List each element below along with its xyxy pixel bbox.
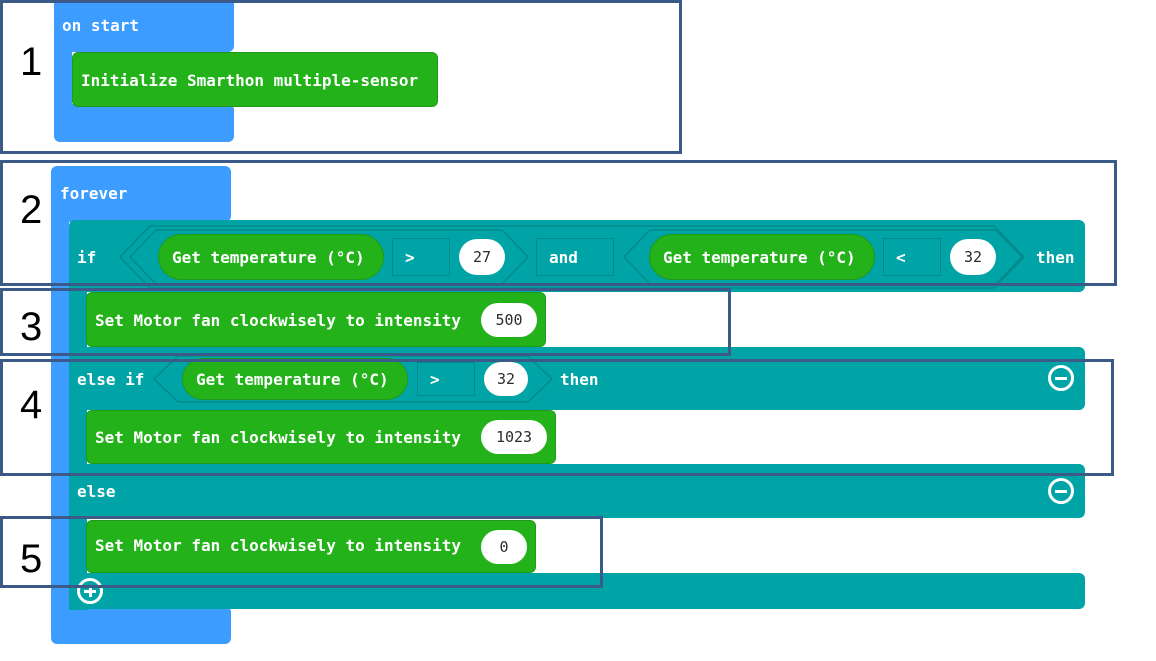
left-temperature-reporter[interactable] <box>158 234 384 280</box>
if-then-label: then <box>1036 248 1075 267</box>
initialize-sensor-label: Initialize Smarthon multiple-sensor <box>81 71 419 90</box>
on-start-hat[interactable] <box>54 0 234 52</box>
forever-label: forever <box>60 184 128 203</box>
annotation-number-2: 2 <box>20 188 43 232</box>
else-if-label: else if <box>77 370 145 389</box>
annotation-frame-4 <box>0 359 1114 476</box>
left-operator-label: > <box>405 247 415 267</box>
forever-foot <box>51 606 231 644</box>
annotation-number-4: 4 <box>20 383 43 427</box>
if-body-intensity-input[interactable]: 500 <box>481 303 537 337</box>
else-body-motor-block[interactable] <box>86 520 536 573</box>
annotation-frame-1 <box>0 0 682 154</box>
and-operator-dropdown[interactable]: and <box>536 238 614 276</box>
right-temperature-label: Get temperature (°C) <box>663 248 856 267</box>
left-operator-dropdown[interactable]: > <box>392 238 450 276</box>
annotation-frame-5 <box>0 516 603 588</box>
else-if-body-motor-label: Set Motor fan clockwisely to intensity <box>95 428 462 447</box>
if-body-motor-label: Set Motor fan clockwisely to intensity <box>95 311 462 330</box>
right-temperature-reporter[interactable] <box>649 234 875 280</box>
else-if-temperature-label: Get temperature (°C) <box>196 370 389 389</box>
else-if-then-label: then <box>560 370 599 389</box>
if-label: if <box>77 248 97 267</box>
annotation-number-1: 1 <box>20 40 43 84</box>
minus-circle-icon <box>1055 489 1067 493</box>
annotation-frame-3 <box>0 288 731 356</box>
else-remove-button[interactable] <box>1048 478 1074 504</box>
if-body-motor-block[interactable] <box>86 292 546 347</box>
else-label: else <box>77 482 116 501</box>
else-if-value-input[interactable]: 32 <box>484 362 528 396</box>
annotation-number-3: 3 <box>20 305 43 349</box>
else-if-remove-button[interactable] <box>1048 365 1074 391</box>
left-temperature-label: Get temperature (°C) <box>172 248 365 267</box>
initialize-sensor-block[interactable] <box>72 52 438 107</box>
annotation-frame-2 <box>0 160 1117 286</box>
right-value-input[interactable]: 32 <box>950 239 996 275</box>
else-if-operator-dropdown[interactable]: > <box>417 362 475 396</box>
right-operator-label: < <box>896 247 906 267</box>
left-value-input[interactable]: 27 <box>459 239 505 275</box>
plus-circle-icon-vertical <box>88 585 92 597</box>
on-start-label: on start <box>62 16 140 35</box>
else-if-body-motor-block[interactable] <box>86 410 556 464</box>
else-body-motor-label: Set Motor fan clockwisely to intensity <box>95 536 462 555</box>
if-foot-bar <box>69 573 1085 609</box>
else-if-temperature-reporter[interactable] <box>182 358 408 400</box>
annotation-number-5: 5 <box>20 537 43 581</box>
minus-circle-icon <box>1055 376 1067 380</box>
add-branch-button[interactable] <box>77 578 103 604</box>
on-start-spine <box>54 50 72 106</box>
else-if-operator-label: > <box>430 369 440 389</box>
forever-spine <box>51 218 69 613</box>
right-operator-dropdown[interactable]: < <box>883 238 941 276</box>
else-if-body-intensity-input[interactable]: 1023 <box>481 420 547 454</box>
and-label: and <box>549 247 578 267</box>
forever-hat[interactable] <box>51 166 231 222</box>
on-start-foot <box>54 104 234 142</box>
else-body-intensity-input[interactable]: 0 <box>481 530 527 564</box>
